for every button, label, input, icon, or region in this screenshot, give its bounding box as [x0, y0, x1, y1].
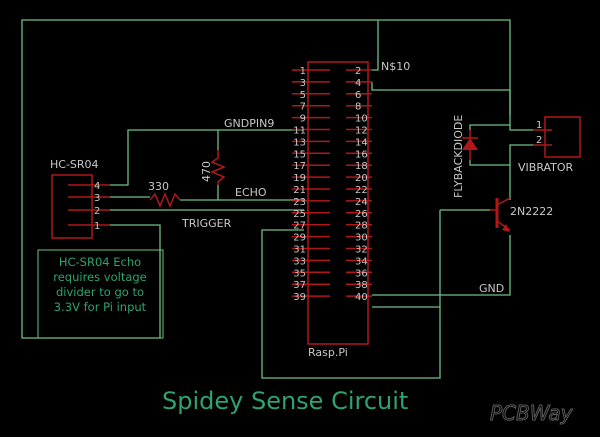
net-gndpin9: GNDPIN9: [224, 117, 274, 130]
pi-name: Rasp.Pi: [308, 346, 348, 359]
vibrator-pin-1: 1: [536, 120, 542, 131]
note-box: HC-SR04 Echo requires voltage divider to…: [37, 249, 164, 339]
wire-base: [261, 209, 490, 379]
transistor-label: 2N2222: [510, 205, 553, 218]
vibrator-label: VIBRATOR: [518, 161, 574, 174]
pi-pin-label-right: 20: [355, 173, 368, 184]
pi-pin-label-left: 1: [300, 66, 306, 77]
note-line-1: HC-SR04 Echo: [59, 255, 141, 269]
pi-pin-label-left: 7: [300, 102, 306, 113]
net-echo: ECHO: [235, 186, 267, 199]
pi-pin-label-left: 39: [293, 292, 306, 303]
pi-pin-label-right: 24: [355, 197, 368, 208]
vibrator-pin-2: 2: [536, 135, 542, 146]
pi-pin-label-right: 38: [355, 280, 368, 291]
net-n10: N$10: [381, 60, 410, 73]
pi-pin-label-right: 18: [355, 161, 368, 172]
pi-pin-label-left: 35: [293, 268, 306, 279]
sensor-pin-2: 2: [94, 206, 100, 217]
pcbway-logo: PCBWay: [490, 401, 574, 425]
wire-n10: [371, 82, 533, 131]
flyback-diode-symbol: [462, 130, 478, 160]
sensor-pin-4: 4: [94, 181, 100, 192]
vibrator-body: [533, 116, 581, 158]
pi-pin-label-right: 10: [355, 114, 368, 125]
pi-pin-label-right: 28: [355, 221, 368, 232]
resistor-470: [210, 150, 226, 185]
pi-pin-label-right: 26: [355, 209, 368, 220]
pi-pin-label-left: 3: [300, 78, 306, 89]
pi-pin-label-right: 12: [355, 126, 368, 137]
pi-pin-label-left: 25: [293, 209, 306, 220]
net-trigger: TRIGGER: [181, 217, 232, 230]
hc-sr04-body: [51, 174, 110, 239]
diode-label: FLYBACKDIODE: [452, 115, 465, 198]
sensor-name: HC-SR04: [50, 158, 99, 171]
pi-pin-label-right: 6: [355, 90, 361, 101]
schematic-title: Spidey Sense Circuit: [162, 387, 408, 415]
note-line-2: requires voltage: [53, 270, 147, 284]
wire-gnd: [372, 235, 511, 296]
transistor-symbol: [490, 197, 511, 232]
pi-pin-label-left: 9: [300, 114, 306, 125]
pi-pin-label-left: 31: [293, 245, 306, 256]
sensor-pin-3: 3: [94, 193, 100, 204]
pi-pin-label-left: 5: [300, 90, 306, 101]
pi-pin-label-right: 36: [355, 268, 368, 279]
pi-pin-label-left: 13: [293, 137, 306, 148]
pi-pin-label-left: 29: [293, 233, 306, 244]
sensor-pin-1: 1: [94, 221, 100, 232]
wire-diode: [469, 124, 533, 166]
resistor-470-label: 470: [200, 161, 213, 182]
pi-pin-label-left: 17: [293, 161, 306, 172]
pi-pin-label-left: 33: [293, 256, 306, 267]
pi-pin-label-right: 30: [355, 233, 368, 244]
pi-pin-label-right: 40: [355, 292, 368, 303]
pi-pin-label-right: 14: [355, 137, 368, 148]
note-line-4: 3.3V for Pi input: [54, 300, 147, 314]
pi-pin-label-left: 37: [293, 280, 306, 291]
pi-pin-label-left: 23: [293, 197, 306, 208]
pi-pin-label-left: 27: [293, 221, 306, 232]
pi-pin-label-right: 34: [355, 256, 368, 267]
pi-pin-label-left: 15: [293, 149, 306, 160]
pi-pin-label-left: 19: [293, 173, 306, 184]
pi-pin-label-right: 22: [355, 185, 368, 196]
pi-pin-label-right: 16: [355, 149, 368, 160]
pi-pin-label-right: 8: [355, 102, 361, 113]
wire-gndpin9: [110, 129, 304, 186]
note-line-3: divider to go to: [56, 285, 144, 299]
net-gnd: GND: [479, 282, 504, 295]
resistor-330-label: 330: [148, 180, 169, 193]
pi-pin-label-right: 4: [355, 78, 361, 89]
resistor-330: [149, 192, 181, 208]
wire-echo: [110, 185, 304, 201]
pi-pin-label-right: 32: [355, 245, 368, 256]
pi-pin-label-left: 11: [293, 126, 306, 137]
pi-pin-label-left: 21: [293, 185, 306, 196]
pi-pin-label-right: 2: [355, 66, 361, 77]
